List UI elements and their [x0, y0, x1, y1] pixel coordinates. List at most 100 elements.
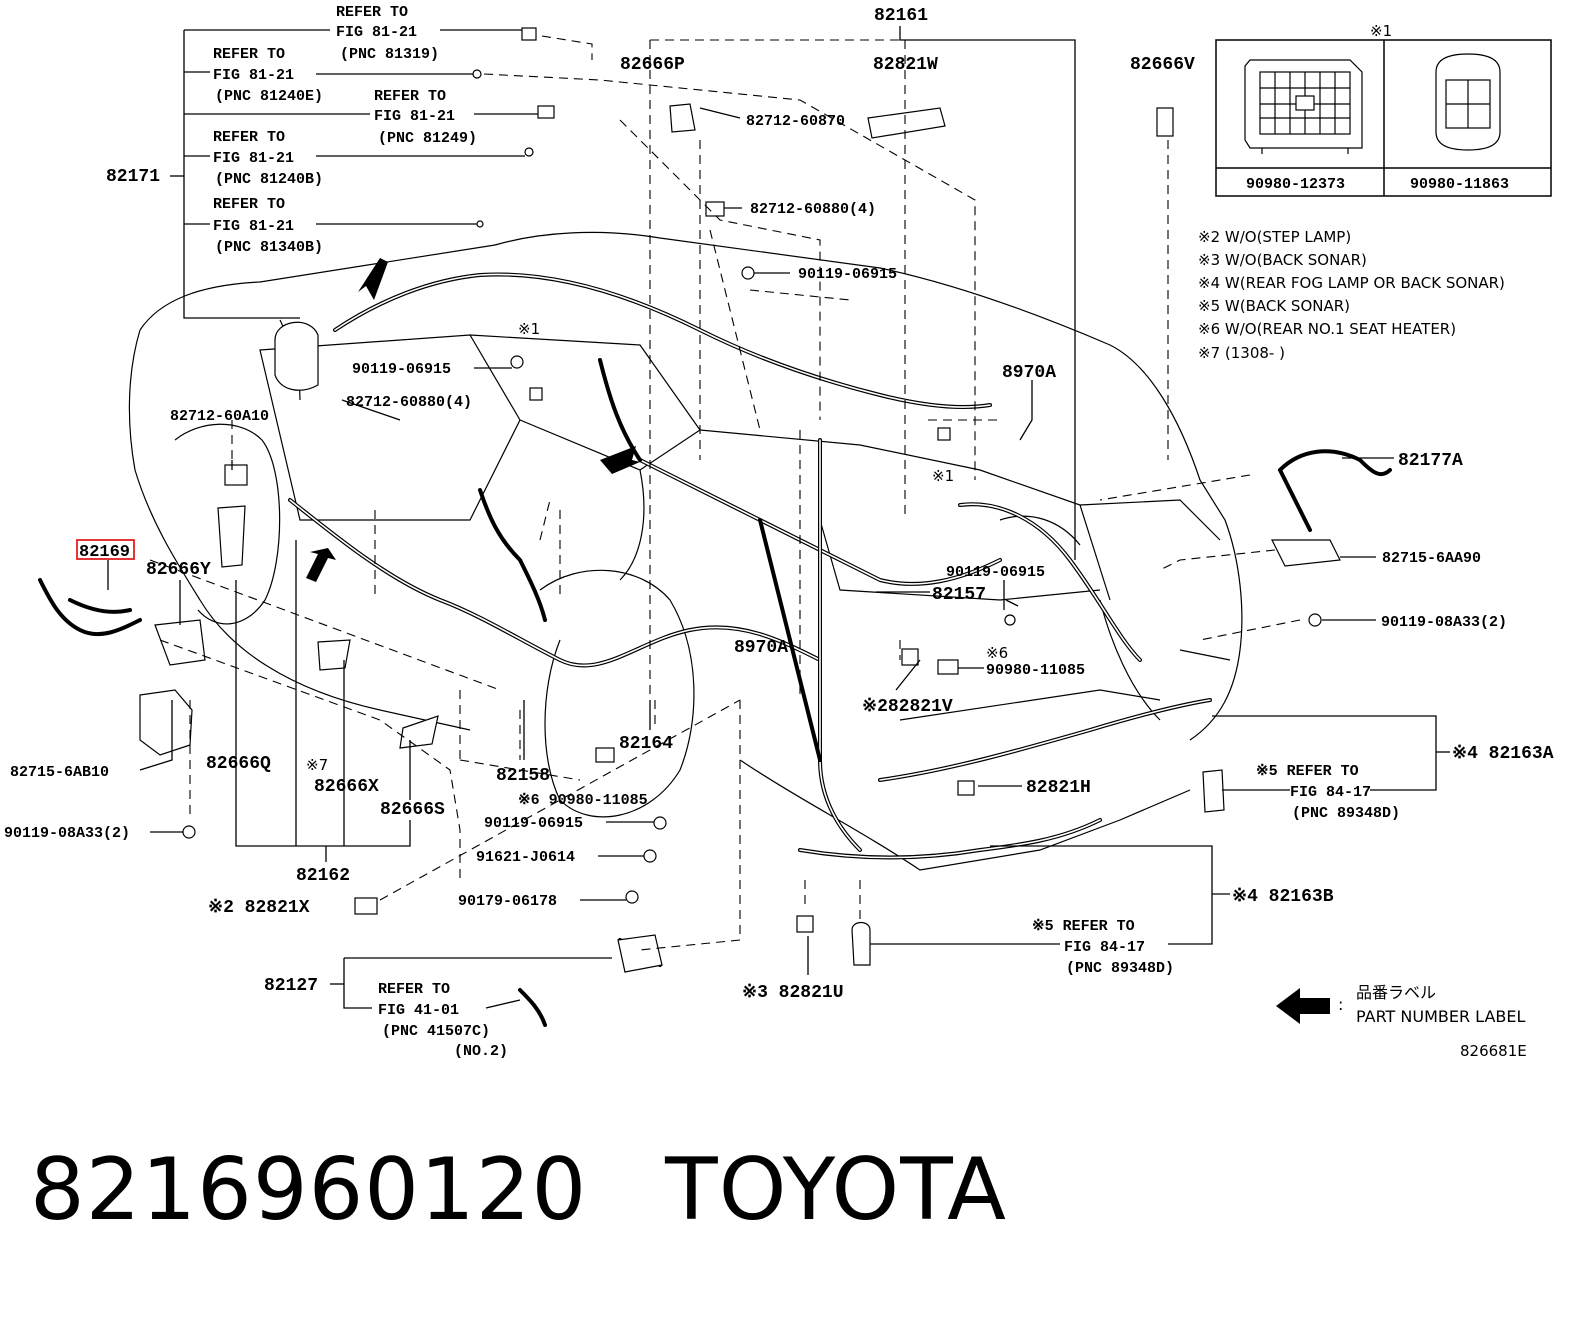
clip-glyph [476, 220, 484, 228]
connector-glyph [1156, 107, 1174, 137]
part-label: 82157 [932, 585, 986, 605]
bolt-glyph [182, 825, 196, 839]
part-label: ※6 90980-11085 [518, 792, 648, 809]
connector-glyph [1202, 769, 1225, 813]
part-label: 8970A [734, 638, 788, 658]
condition-mark: ※1 [932, 467, 954, 485]
target-part-highlight [76, 539, 135, 560]
part-label: 82169 [79, 543, 130, 562]
part-label: 82666P [620, 55, 685, 75]
figure-code: 826681E [1460, 1042, 1527, 1060]
connector-glyph [537, 105, 555, 119]
legend-en: PART NUMBER LABEL [1356, 1007, 1525, 1026]
connector-box-labels: ※1 90980-12373 90980-11863 [1246, 22, 1509, 193]
part-label: 82715-6AB10 [10, 764, 109, 781]
refer-note-line: (NO.2) [454, 1043, 508, 1060]
part-label: 82712-60880(4) [750, 201, 876, 218]
clip-glyph [957, 780, 975, 796]
bracket-glyph [617, 934, 663, 973]
note-line: ※7 (1308- ) [1198, 344, 1285, 362]
connector-part-left: 90980-12373 [1246, 176, 1345, 193]
part-label: 8970A [1002, 363, 1056, 383]
part-label: 90119-06915 [946, 564, 1045, 581]
caption-brand: TOYOTA [665, 1140, 1007, 1240]
bolt-glyph [643, 849, 657, 863]
refer-note-line: FIG 41-01 [378, 1002, 459, 1019]
connector-box-marker: ※1 [1370, 22, 1392, 40]
part-label: 82171 [106, 167, 160, 187]
bracket-glyph [1271, 539, 1341, 567]
connector-glyph [851, 921, 871, 966]
condition-marks: ※1 ※1 ※6 ※7 [306, 320, 1008, 774]
connector-glyph [521, 27, 537, 41]
clamp-glyph [705, 201, 725, 217]
part-label: 82666Q [206, 754, 271, 774]
bolt-glyph [510, 355, 524, 369]
connector-part-right: 90980-11863 [1410, 176, 1509, 193]
refer-note-line: (PNC 81340B) [215, 239, 323, 256]
part-label: 90980-11085 [986, 662, 1085, 679]
part-label: 82712-60870 [746, 113, 845, 130]
refer-note-line: REFER TO [213, 46, 285, 63]
legend: : 品番ラベル PART NUMBER LABEL 826681E [1338, 983, 1527, 1060]
note-line: ※2 W/O(STEP LAMP) [1198, 228, 1351, 246]
part-label: 82712-60880(4) [346, 394, 472, 411]
note-line: ※5 W(BACK SONAR) [1198, 297, 1350, 315]
part-label: 82821H [1026, 778, 1091, 798]
grommet-glyph [217, 505, 246, 568]
connector-11863-icon [1435, 53, 1501, 151]
condition-mark: ※1 [518, 320, 540, 338]
note-line: ※3 W/O(BACK SONAR) [1198, 251, 1367, 269]
clip-glyph [524, 147, 534, 157]
note-line: ※6 W/O(REAR NO.1 SEAT HEATER) [1198, 320, 1456, 338]
refer-note-line: FIG 84-17 [1290, 784, 1371, 801]
mirror-glyph [274, 321, 319, 391]
condition-notes: ※2 W/O(STEP LAMP) ※3 W/O(BACK SONAR) ※4 … [1198, 228, 1505, 362]
arrow-icon [600, 446, 640, 474]
condition-mark: ※7 [306, 756, 328, 774]
legend-jp: 品番ラベル [1356, 983, 1436, 1002]
bolt-glyph [1308, 613, 1322, 627]
part-label: 82162 [296, 866, 350, 886]
part-labels-large: 82161 82821W 82666V 82666P 82171 8970A 8… [79, 6, 1554, 1003]
label-arrows [306, 258, 640, 582]
part-label: 82164 [619, 734, 673, 754]
clip-glyph [354, 897, 378, 915]
refer-note-line: FIG 84-17 [1064, 939, 1145, 956]
part-label: 90119-06915 [484, 815, 583, 832]
connector-box [1215, 39, 1552, 197]
clip-glyph [399, 715, 439, 749]
part-glyphs [139, 27, 1341, 973]
refer-note-line: REFER TO [213, 196, 285, 213]
clip-glyph [224, 464, 248, 486]
part-label: 82127 [264, 976, 318, 996]
part-label: ※282821V [862, 697, 953, 717]
part-label: 82161 [874, 6, 928, 26]
bolt-glyph [1004, 614, 1016, 626]
bracket-glyph [669, 103, 696, 133]
refer-note-line: FIG 81-21 [213, 67, 294, 84]
part-label: 82666V [1130, 55, 1195, 75]
refer-note-line: ※5 REFER TO [1256, 763, 1359, 780]
part-label: 82666X [314, 777, 379, 797]
refer-note-line: (PNC 81249) [378, 130, 477, 147]
refer-note-line: (PNC 81319) [340, 46, 439, 63]
refer-note-line: (PNC 81240B) [215, 171, 323, 188]
part-label: 90119-08A33(2) [1381, 614, 1507, 631]
connector-glyph [937, 659, 959, 675]
refer-note-line: REFER TO [378, 981, 450, 998]
part-label: 82712-60A10 [170, 408, 269, 425]
part-label: ※2 82821X [208, 898, 310, 918]
connector-12373-icon [1244, 59, 1363, 154]
part-label: 82821W [873, 55, 938, 75]
refer-note-line: FIG 81-21 [374, 108, 455, 125]
part-label: 82158 [496, 766, 550, 786]
part-label: ※4 82163B [1232, 887, 1334, 907]
part-label: ※3 82821U [742, 983, 844, 1003]
connector-glyph [937, 427, 951, 441]
bracket-glyph [154, 619, 206, 666]
bracket-glyph [139, 689, 193, 756]
clip-glyph [595, 747, 615, 763]
